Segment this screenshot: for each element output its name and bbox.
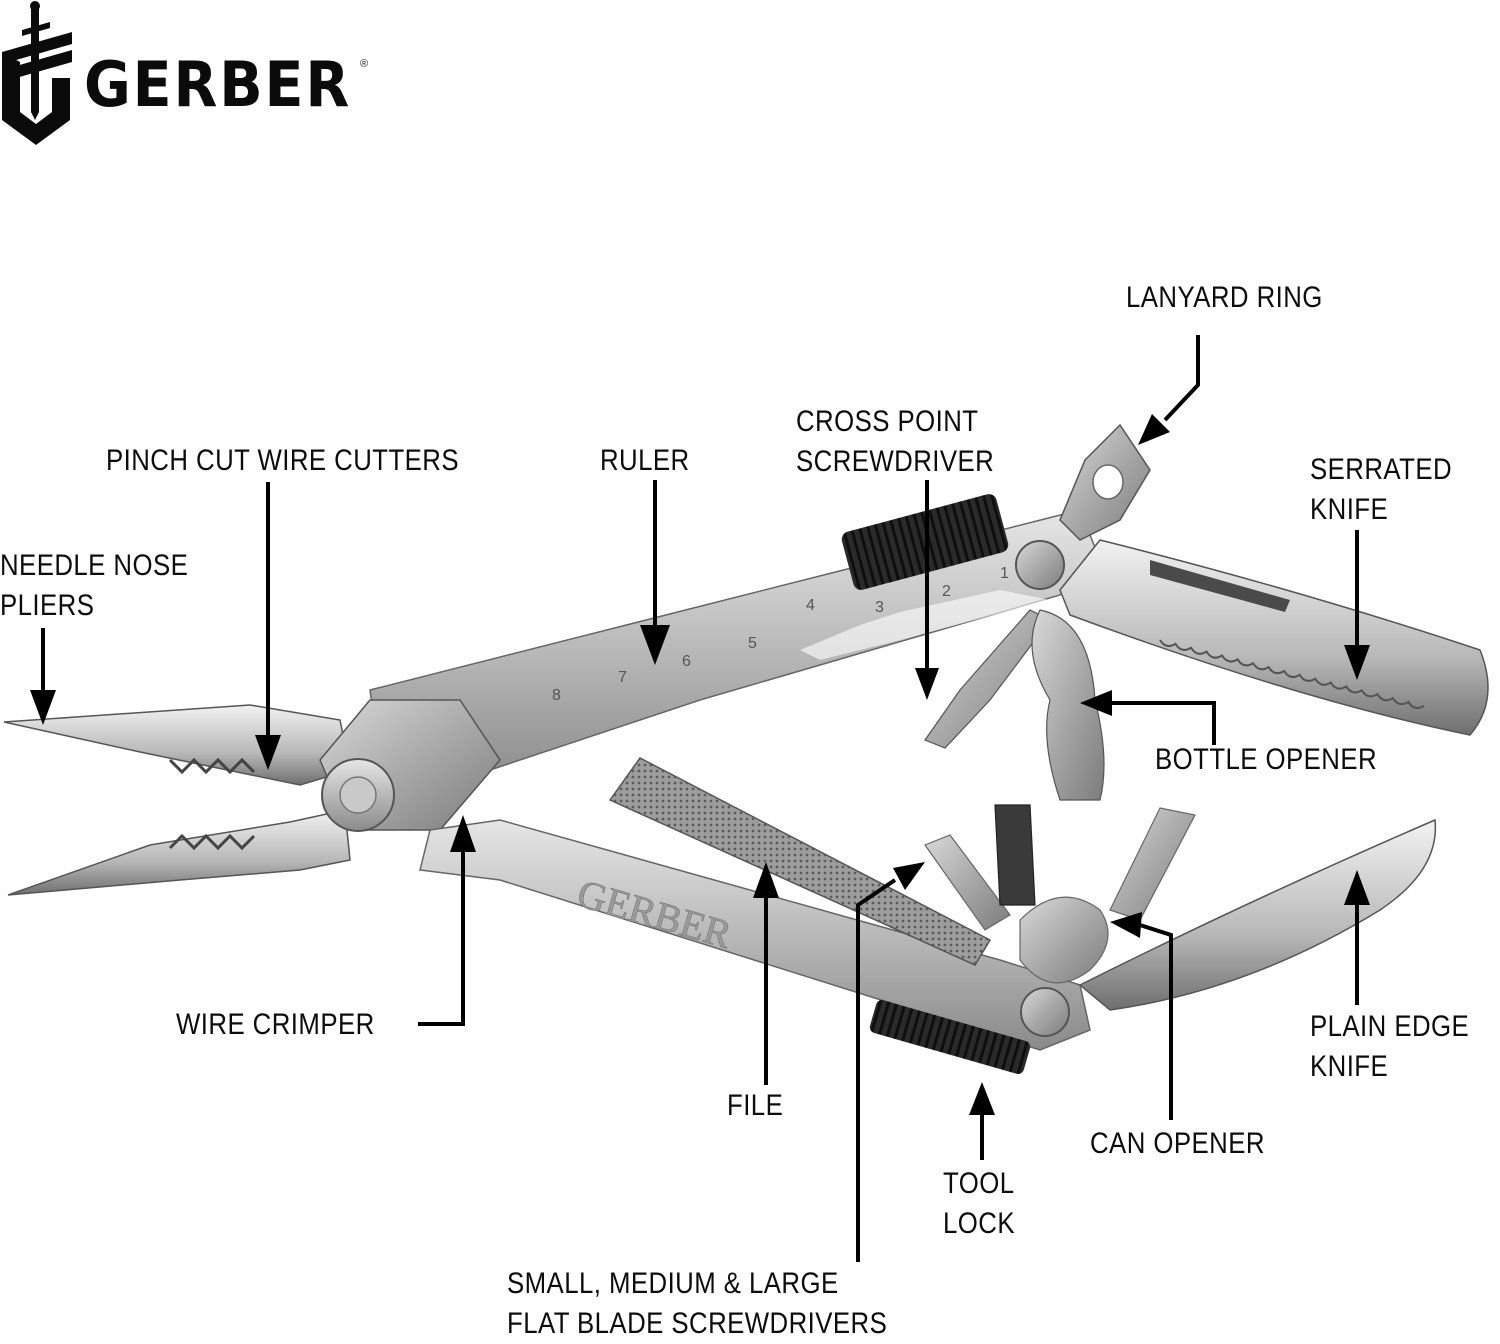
arrowhead-icon: [893, 862, 925, 890]
cross-point-and-bottle-opener: [924, 609, 1105, 801]
arrowhead-icon: [450, 815, 476, 852]
ruler-mark: 2: [942, 583, 951, 600]
label-cross-point-screwdriver: CROSS POINT SCREWDRIVER: [796, 405, 995, 478]
arrowhead-icon: [255, 735, 281, 770]
label-file: FILE: [727, 1089, 784, 1122]
label-plain-edge-knife: PLAIN EDGE KNIFE: [1310, 1010, 1470, 1083]
arrowhead-icon: [753, 862, 779, 898]
label-tool-lock: TOOL LOCK: [943, 1167, 1015, 1240]
ruler-mark: 5: [748, 635, 757, 652]
label-bottle-opener: BOTTLE OPENER: [1155, 743, 1378, 776]
ruler-mark: 8: [552, 687, 561, 704]
arrowhead-icon: [915, 668, 939, 700]
ruler: 8 7 6 5 4 3 2 1: [552, 565, 1009, 704]
ruler-mark: 1: [1000, 565, 1009, 582]
label-serrated-knife: SERRATED KNIFE: [1310, 453, 1453, 526]
label-needle-nose-pliers: NEEDLE NOSE PLIERS: [0, 549, 189, 622]
arrowhead-icon: [1138, 414, 1170, 445]
arrowhead-icon: [30, 690, 56, 725]
ruler-mark: 7: [618, 669, 627, 686]
ruler-mark: 3: [875, 599, 884, 616]
pivot: [319, 699, 501, 832]
arrowhead-icon: [640, 625, 670, 665]
registered-mark: ®: [360, 58, 369, 70]
screwdriver-blades: [924, 804, 1196, 984]
label-lanyard-ring: LANYARD RING: [1126, 281, 1323, 314]
file-tool: [608, 757, 992, 966]
arrowhead-icon: [1344, 870, 1370, 905]
label-pinch-cut-wire-cutters: PINCH CUT WIRE CUTTERS: [106, 444, 459, 477]
arrowhead-icon: [1080, 690, 1112, 716]
ruler-mark: 4: [806, 597, 815, 614]
sword-shield-icon: [2, 1, 72, 145]
arrowhead-icon: [1110, 912, 1142, 938]
callout-arrows: [30, 335, 1370, 1262]
ruler-mark: 6: [682, 653, 691, 670]
label-ruler: RULER: [600, 444, 690, 477]
label-flat-blade-screwdrivers: SMALL, MEDIUM & LARGE FLAT BLADE SCREWDR…: [507, 1267, 888, 1340]
gerber-logo: GERBER ®: [0, 0, 380, 150]
arrowhead-icon: [1344, 645, 1370, 680]
serrated-knife: [1059, 539, 1489, 736]
label-can-opener: CAN OPENER: [1090, 1127, 1265, 1160]
lanyard-ring: [1059, 423, 1151, 541]
label-wire-crimper: WIRE CRIMPER: [176, 1008, 375, 1041]
needle-nose-pliers: [3, 704, 351, 896]
brand-name: GERBER: [84, 48, 352, 121]
plain-edge-knife: [1078, 818, 1437, 1011]
arrowhead-icon: [969, 1082, 995, 1115]
